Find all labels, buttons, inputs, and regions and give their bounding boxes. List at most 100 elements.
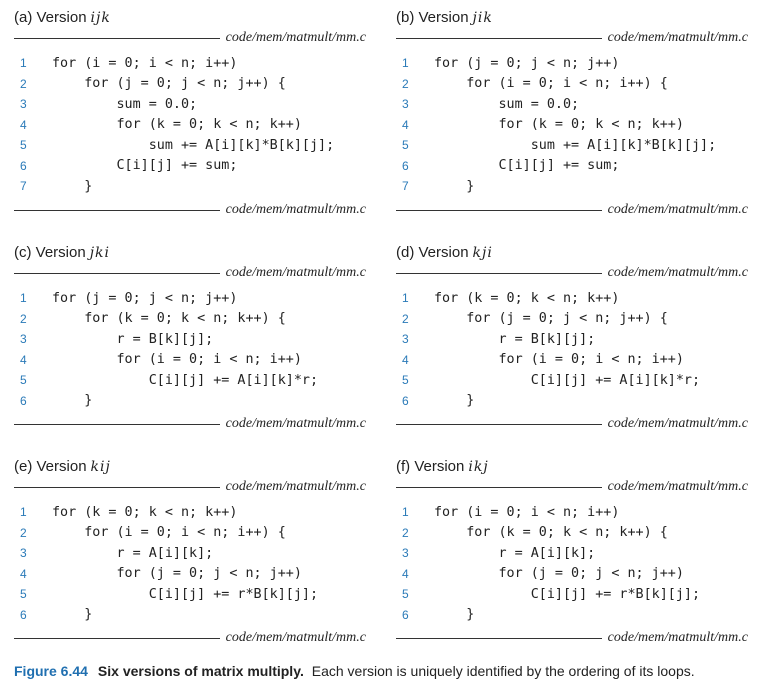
code-text: } (52, 178, 93, 194)
code-text: for (k = 0; k < n; k++) { (434, 525, 668, 541)
panel-label: (d) Version (396, 244, 469, 261)
code-line: 5 sum += A[i][k]*B[k][j]; (396, 135, 748, 156)
line-number: 3 (402, 332, 409, 347)
code-line: 7 } (396, 176, 748, 197)
line-number: 4 (402, 117, 409, 132)
loop-order: ikj (468, 459, 489, 475)
code-line: 3 r = B[k][j]; (14, 329, 366, 350)
code-line: 4 for (j = 0; j < n; j++) (14, 564, 366, 585)
code-line: 5 C[i][j] += A[i][k]*r; (396, 370, 748, 391)
code-line: 7 } (14, 176, 366, 197)
code-line: 4 for (k = 0; k < n; k++) (14, 115, 366, 136)
rule-line (396, 209, 748, 211)
code-line: 2 for (k = 0; k < n; k++) { (396, 523, 748, 544)
source-file-path: code/mem/matmult/mm.c (219, 200, 366, 219)
code-text: } (52, 607, 93, 623)
code-text: } (434, 393, 475, 409)
rule-line (14, 638, 366, 639)
code-line: 4 for (i = 0; i < n; i++) (396, 350, 748, 371)
code-footer-rule: code/mem/matmult/mm.c (14, 629, 366, 647)
line-number: 5 (402, 587, 409, 602)
line-number: 4 (402, 566, 409, 581)
line-number: 4 (20, 566, 27, 581)
code-line: 3 r = A[i][k]; (396, 543, 748, 564)
rule-line (396, 273, 748, 274)
code-header-rule: code/mem/matmult/mm.c (396, 478, 748, 496)
code-line: 2 for (j = 0; j < n; j++) { (396, 309, 748, 330)
code-text: for (k = 0; k < n; k++) (52, 504, 238, 520)
source-file-path: code/mem/matmult/mm.c (601, 29, 748, 47)
code-text: r = B[k][j]; (434, 331, 596, 347)
code-text: for (k = 0; k < n; k++) (52, 117, 302, 133)
panel-label: (c) Version (14, 244, 86, 261)
line-number: 3 (20, 97, 27, 112)
code-listing: 1 for (i = 0; i < n; i++) 2 for (j = 0; j … (14, 53, 366, 197)
line-number: 5 (20, 587, 27, 602)
code-text: C[i][j] += r*B[k][j]; (434, 586, 701, 602)
code-text: for (i = 0; i < n; i++) (52, 55, 238, 71)
rule-line (14, 273, 366, 274)
code-line: 2 for (i = 0; i < n; i++) { (396, 74, 748, 95)
code-line: 2 for (j = 0; j < n; j++) { (14, 74, 366, 95)
line-number: 2 (402, 311, 409, 326)
source-file-path: code/mem/matmult/mm.c (601, 629, 748, 647)
line-number: 5 (402, 373, 409, 388)
line-number: 6 (402, 607, 409, 622)
line-number: 1 (20, 505, 27, 520)
code-line: 2 for (k = 0; k < n; k++) { (14, 309, 366, 330)
code-footer-rule: code/mem/matmult/mm.c (396, 629, 748, 647)
code-text: C[i][j] += sum; (52, 158, 238, 174)
code-text: for (j = 0; j < n; j++) (52, 566, 302, 582)
code-header-rule: code/mem/matmult/mm.c (14, 478, 366, 496)
line-number: 6 (20, 158, 27, 173)
source-file-path: code/mem/matmult/mm.c (219, 29, 366, 47)
line-number: 7 (402, 179, 409, 194)
code-line: 6 } (396, 605, 748, 626)
code-text: for (i = 0; i < n; i++) (434, 352, 684, 368)
code-line: 6 C[i][j] += sum; (14, 156, 366, 177)
line-number: 4 (20, 117, 27, 132)
code-text: sum += A[i][k]*B[k][j]; (434, 137, 717, 153)
line-number: 2 (20, 311, 27, 326)
source-file-path: code/mem/matmult/mm.c (601, 415, 748, 433)
code-line: 4 for (k = 0; k < n; k++) (396, 115, 748, 136)
line-number: 1 (402, 505, 409, 520)
code-line: 6 C[i][j] += sum; (396, 156, 748, 177)
source-file-path: code/mem/matmult/mm.c (219, 264, 366, 282)
code-line: 3 r = B[k][j]; (396, 329, 748, 350)
figure-number: Figure 6.44 (14, 663, 88, 679)
rule-line (396, 424, 748, 425)
line-number: 4 (20, 352, 27, 367)
code-line: 4 for (i = 0; i < n; i++) (14, 350, 366, 371)
code-text: for (j = 0; j < n; j++) (434, 55, 620, 71)
rule-line (396, 638, 748, 639)
loop-order: jki (89, 245, 111, 261)
line-number: 1 (20, 56, 27, 71)
code-text: sum = 0.0; (434, 96, 580, 112)
line-number: 2 (20, 525, 27, 540)
source-file-path: code/mem/matmult/mm.c (219, 629, 366, 647)
code-text: for (j = 0; j < n; j++) (52, 290, 238, 306)
rule-line (14, 38, 366, 39)
code-footer-rule: code/mem/matmult/mm.c (14, 200, 366, 219)
code-header-rule: code/mem/matmult/mm.c (396, 264, 748, 282)
code-text: } (434, 607, 475, 623)
line-number: 6 (20, 607, 27, 622)
loop-order: ijk (90, 10, 111, 26)
code-line: 5 C[i][j] += r*B[k][j]; (396, 584, 748, 605)
code-line: 6 } (14, 391, 366, 412)
rule-line (396, 487, 748, 488)
code-line: 6 } (14, 605, 366, 626)
code-line: 5 C[i][j] += r*B[k][j]; (14, 584, 366, 605)
